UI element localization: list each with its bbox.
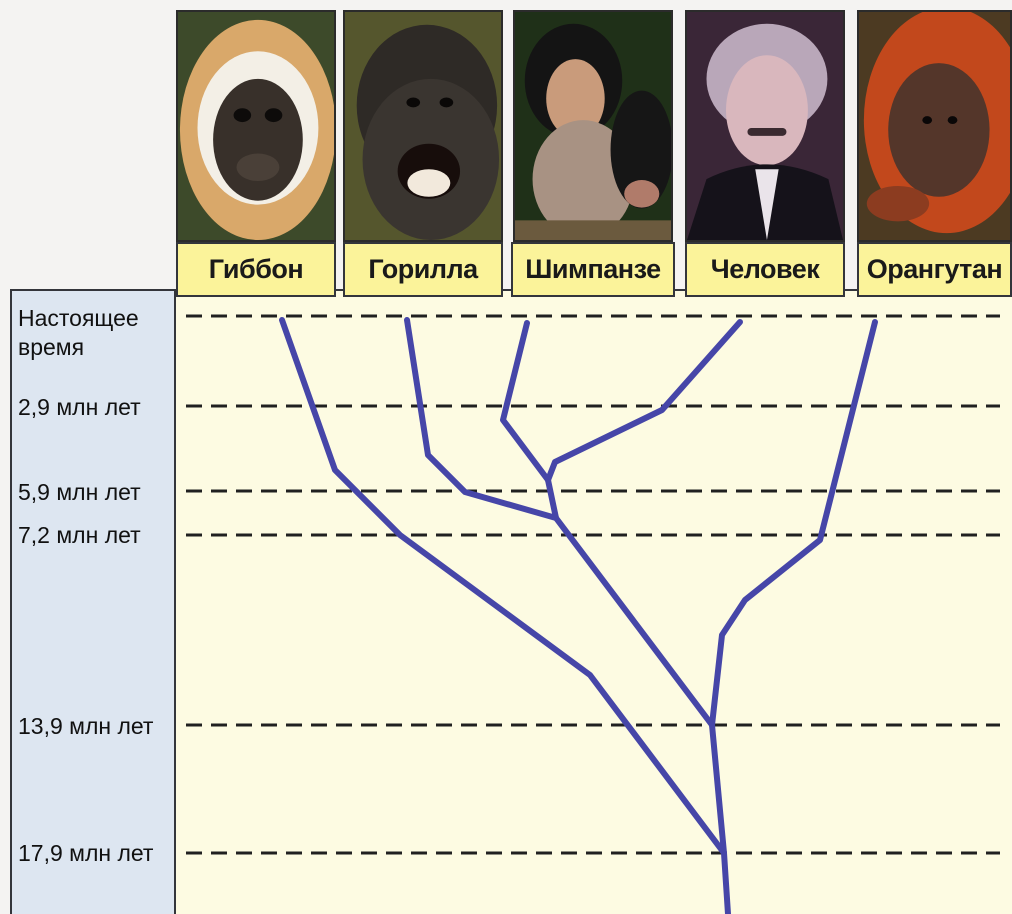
branch-gibbon [282, 320, 724, 853]
branch-pan-homo [548, 480, 556, 518]
tree-branches [282, 320, 875, 914]
branch-african-stem [556, 518, 712, 725]
branch-orangutan-stem [712, 725, 724, 853]
branch-chimpanzee [503, 323, 548, 480]
branch-orangutan [712, 322, 875, 725]
branch-gorilla [407, 320, 556, 518]
branch-human [548, 322, 740, 480]
branch-trunk [724, 853, 728, 914]
